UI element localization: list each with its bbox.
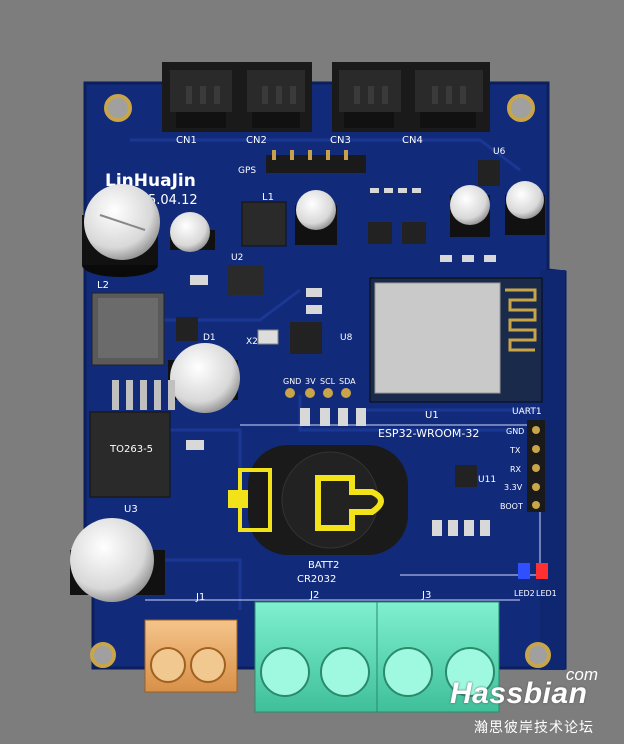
batt-ref: BATT2 [308, 560, 339, 571]
j2-label: J2 [309, 590, 319, 601]
i2c-sda: SDA [339, 377, 356, 386]
led2-label: LED2 [514, 589, 535, 598]
u3-label: U3 [124, 504, 138, 515]
u6-label: U6 [493, 147, 506, 157]
small-ics: U2 U8 U6 U11 D1 X2 [176, 147, 506, 487]
i2c-header: GND 3V SCL SDA [283, 377, 356, 398]
l2-label: L2 [97, 280, 109, 291]
i2c-gnd: GND [283, 377, 301, 386]
date-text: 5.04.12 [148, 193, 198, 208]
led1-label: LED1 [536, 589, 557, 598]
regulator: TO263-5 U3 [89, 380, 175, 515]
terminal-blocks: J1 J2 J3 [144, 590, 500, 713]
i2c-scl: SCL [320, 377, 336, 386]
j3-label: J3 [421, 590, 431, 601]
watermark: com Hassbian 瀚思彼岸技术论坛 [450, 665, 620, 743]
gps-label: GPS [238, 166, 256, 176]
gps-header: GPS [238, 150, 366, 176]
cn2-label: CN2 [246, 135, 267, 146]
cn1-label: CN1 [176, 135, 197, 146]
cn3-label: CN3 [330, 135, 351, 146]
leds: LED2 LED1 [514, 563, 557, 598]
battery-holder: BATT2 CR2032 [228, 445, 408, 585]
watermark-subtitle: 瀚思彼岸技术论坛 [474, 720, 594, 736]
batt-type: CR2032 [297, 574, 336, 585]
mounting-holes [90, 94, 551, 668]
i2c-3v: 3V [305, 377, 316, 386]
u8-label: U8 [340, 333, 353, 343]
inductors: L1 L2 [91, 192, 287, 366]
electrolytic-caps [70, 181, 545, 602]
uart-title: UART1 [512, 407, 542, 417]
smd-passives [186, 188, 496, 536]
u1-label: U1 [425, 410, 439, 421]
uart-33v: 3.3V [504, 483, 523, 492]
regulator-text: TO263-5 [109, 444, 153, 455]
watermark-com: com [565, 665, 598, 684]
esp32-module: U1 ESP32-WROOM-32 [369, 277, 543, 440]
l1-label: L1 [262, 192, 274, 203]
u11-label: U11 [478, 475, 496, 485]
uart-header: UART1 GND TX RX 3.3V BOOT [500, 407, 545, 512]
uart-boot: BOOT [500, 502, 523, 511]
cn4-label: CN4 [402, 135, 423, 146]
uart-tx: TX [509, 446, 521, 455]
d1-label: D1 [203, 333, 216, 343]
x2-label: X2 [246, 337, 258, 347]
module-name: ESP32-WROOM-32 [378, 427, 479, 440]
uart-gnd: GND [506, 427, 524, 436]
cn-connectors: CN1 CN2 CN3 CN4 [162, 62, 490, 146]
uart-rx: RX [510, 465, 522, 474]
watermark-site: Hassbian [450, 677, 588, 710]
j1-label: J1 [195, 592, 205, 603]
u2-label: U2 [231, 253, 243, 263]
